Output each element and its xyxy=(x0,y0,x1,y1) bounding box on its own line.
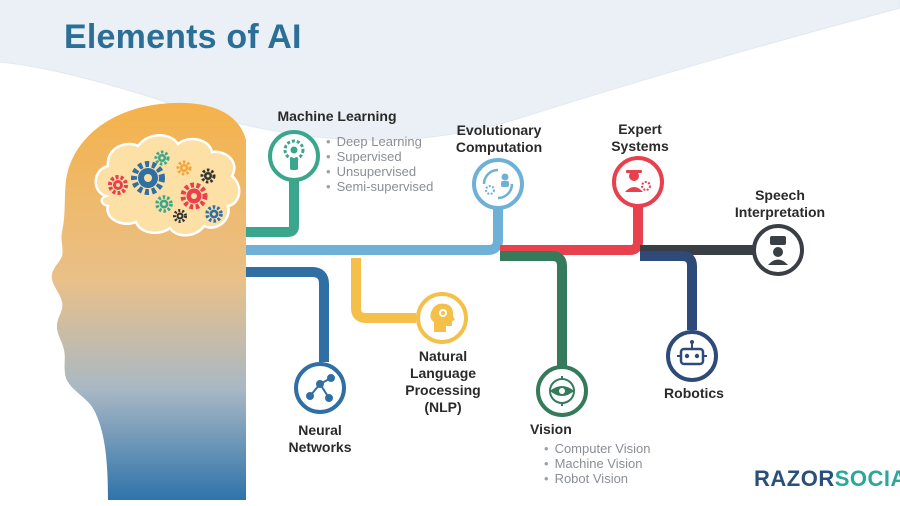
node-evolutionary xyxy=(472,158,524,210)
gear-blue-large-icon xyxy=(131,161,165,195)
robot-icon xyxy=(677,340,707,366)
razorsocial-logo: RAZORSOCIAL xyxy=(754,466,900,492)
connector-evolutionary xyxy=(246,206,503,255)
nlp-title: Natural Language Processing (NLP) xyxy=(405,348,481,415)
vision-title: Vision xyxy=(530,421,572,437)
connector-expert xyxy=(500,205,643,255)
connector-neural xyxy=(246,267,329,362)
expert-title: Expert Systems xyxy=(611,121,669,154)
node-machine-learning xyxy=(268,130,320,182)
connector-vision xyxy=(500,251,567,366)
connector-machine-learning xyxy=(246,178,299,237)
gear-red-icon xyxy=(108,175,128,195)
list-item: Supervised xyxy=(326,149,433,164)
node-speech xyxy=(752,224,804,276)
gear-dark-icon xyxy=(200,168,216,184)
node-expert xyxy=(612,156,664,208)
vision-list: Computer Vision Machine Vision Robot Vis… xyxy=(544,441,651,486)
list-item: Machine Vision xyxy=(544,456,650,471)
logo-part-2: SOCIAL xyxy=(834,466,900,491)
connector-robotics xyxy=(640,251,697,330)
list-item: Deep Learning xyxy=(326,134,433,149)
logo-part-1: RAZOR xyxy=(754,466,835,491)
gear-blue-small-icon xyxy=(205,205,223,223)
speech-title: Speech Interpretation xyxy=(734,187,826,220)
node-vision xyxy=(536,365,588,417)
gear-green-small-icon xyxy=(155,195,173,213)
network-icon xyxy=(306,374,335,402)
robotics-title: Robotics xyxy=(664,385,724,401)
page-title: Elements of AI xyxy=(64,18,302,56)
list-item: Computer Vision xyxy=(544,441,651,456)
evolutionary-title: Evolutionary Computation xyxy=(455,122,543,155)
list-item: Robot Vision xyxy=(544,471,650,486)
node-neural xyxy=(294,362,346,414)
head-gear-icon xyxy=(430,303,455,332)
node-nlp xyxy=(416,292,468,344)
gear-dark-small-icon xyxy=(173,209,187,223)
expert-gear-icon xyxy=(625,170,651,192)
brain-outline xyxy=(94,134,241,237)
gear-person-icon xyxy=(283,139,305,170)
gear-red-large-icon xyxy=(180,182,208,210)
cycle-people-icon xyxy=(482,168,514,200)
machine-learning-title: Machine Learning xyxy=(277,108,397,124)
neural-title: Neural Networks xyxy=(288,422,352,455)
background-band xyxy=(0,0,900,141)
list-item: Unsupervised xyxy=(326,164,433,179)
connector-nlp xyxy=(351,258,416,323)
gear-orange-icon xyxy=(176,160,192,176)
list-item: Semi-supervised xyxy=(326,179,434,194)
eye-target-icon xyxy=(549,376,575,406)
speech-person-icon xyxy=(768,236,788,265)
machine-learning-list: Deep Learning Supervised Unsupervised Se… xyxy=(326,134,434,194)
gear-green-icon xyxy=(154,150,170,166)
node-robotics xyxy=(666,330,718,382)
